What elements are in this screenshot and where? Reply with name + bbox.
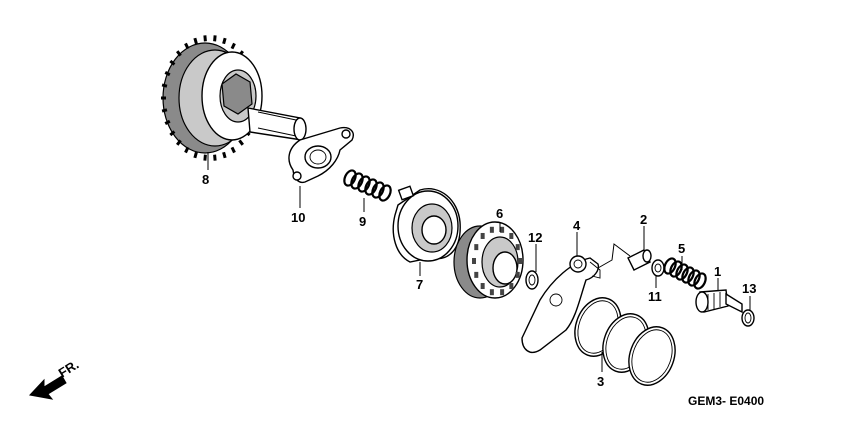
callout-10: 10 — [291, 210, 305, 225]
arrow-icon — [29, 375, 67, 400]
part-2-pin — [627, 249, 652, 271]
diagram-code: GEM3- E0400 — [688, 394, 764, 408]
callout-3: 3 — [597, 374, 604, 389]
callout-9: 9 — [359, 214, 366, 229]
callout-13: 13 — [742, 281, 756, 296]
callout-2: 2 — [640, 212, 647, 227]
part-1-bolt — [695, 289, 743, 314]
callout-1: 1 — [714, 264, 721, 279]
part-9-spring — [343, 169, 392, 202]
part-7-housing — [392, 185, 461, 263]
part-11-washer — [651, 259, 665, 277]
callout-7: 7 — [416, 277, 423, 292]
part-8-gear — [161, 35, 307, 161]
leader-lines — [207, 152, 751, 372]
callout-8: 8 — [202, 172, 209, 187]
part-5-spring — [663, 257, 707, 290]
callout-12: 12 — [528, 230, 542, 245]
part-13-ring — [741, 309, 755, 327]
callout-6: 6 — [496, 206, 503, 221]
callout-5: 5 — [678, 241, 685, 256]
callout-labels: 8 10 9 7 6 12 4 2 5 11 1 13 3 — [202, 172, 756, 389]
part-4-arm — [521, 255, 601, 354]
part-12-ring — [525, 270, 539, 290]
callout-11: 11 — [648, 289, 662, 304]
front-direction-arrow: FR. — [29, 357, 81, 400]
part-6-bearing — [453, 221, 524, 299]
callout-4: 4 — [573, 218, 581, 233]
part-3-rings — [574, 297, 676, 386]
part-10-plate — [288, 126, 354, 184]
